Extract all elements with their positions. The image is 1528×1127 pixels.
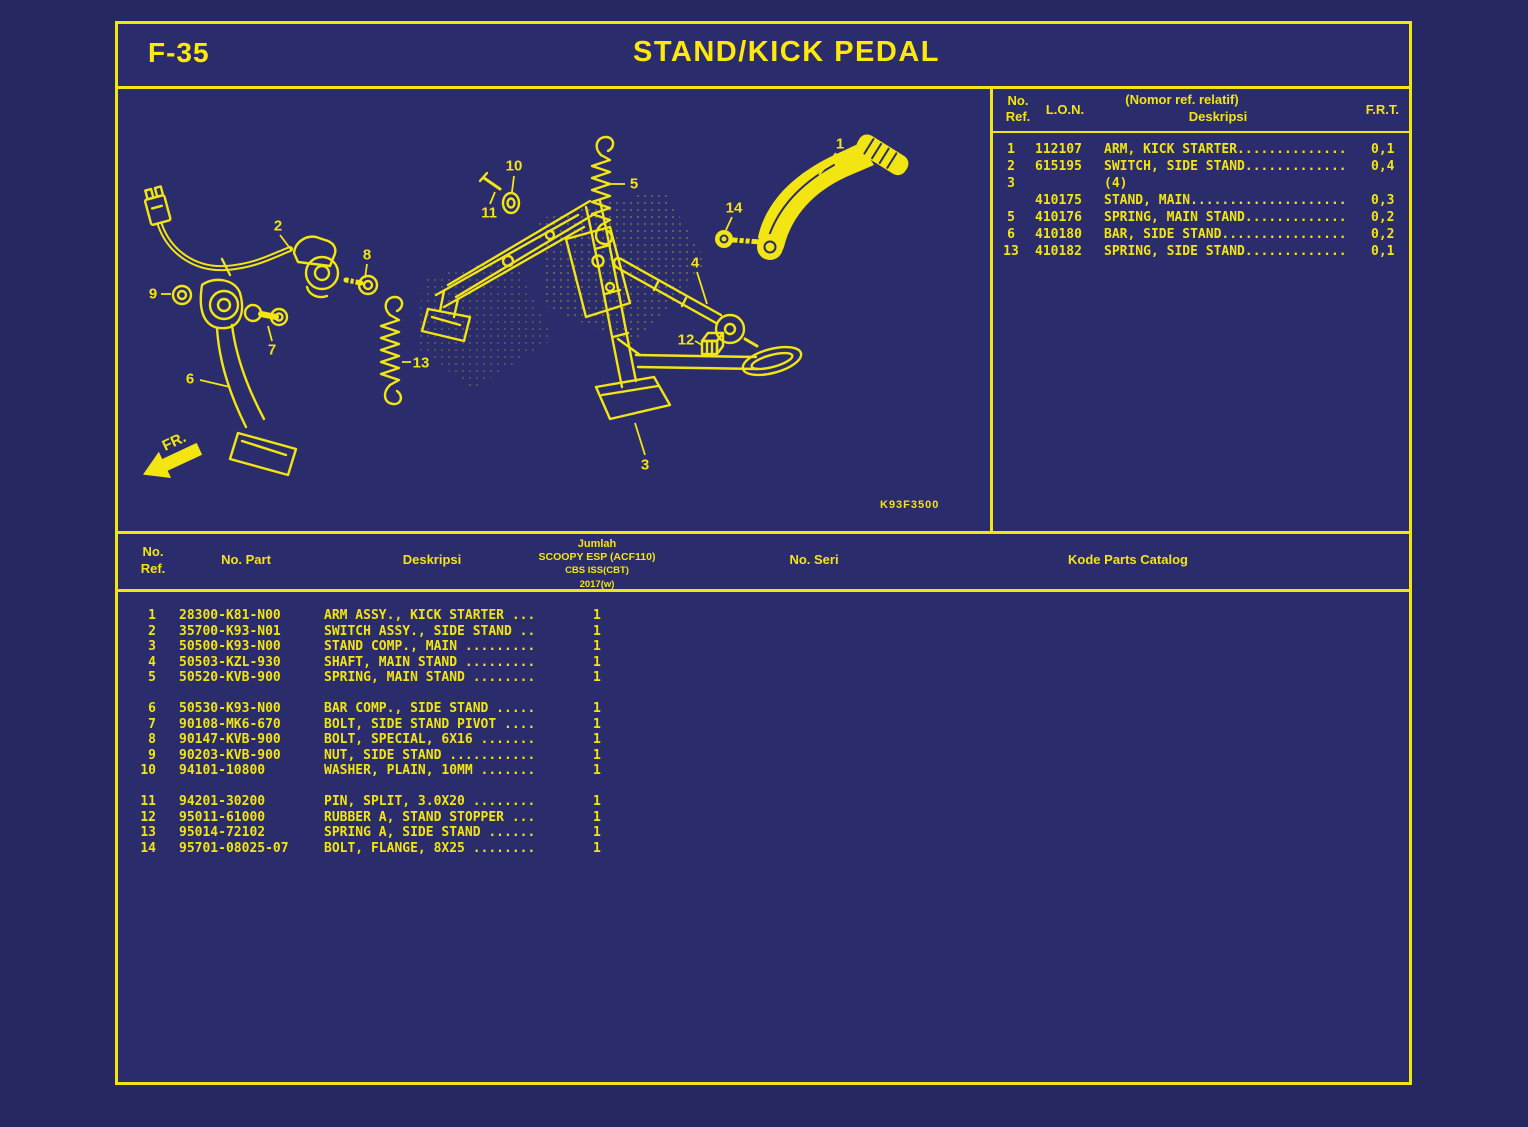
page-code: F-35: [148, 37, 210, 68]
diagram-callout-8: 8: [362, 246, 372, 264]
side-stand-spring-drawing: [379, 295, 404, 406]
lon-col-frt: F.R.T.: [1365, 102, 1399, 117]
parts-col-kode: Kode Parts Catalog: [1068, 552, 1188, 567]
split-pin-drawing: [478, 171, 502, 191]
nut-side-stand-drawing: [171, 284, 193, 306]
lon-col-desc-note: (Nomor ref. relatif): [1125, 92, 1239, 107]
parts-col-seri: No. Seri: [789, 552, 839, 567]
side-stand-switch-drawing: [143, 185, 340, 299]
halftone-shading: [416, 254, 553, 389]
diagram-code: K93F3500: [880, 499, 940, 511]
parts-table-header: No.Ref. No. Part Deskripsi Jumlah SCOOPY…: [118, 534, 1409, 592]
page-header: F-35 STAND/KICK PEDAL: [118, 24, 1409, 89]
parts-col-desc: Deskripsi: [402, 552, 462, 567]
diagram-callout-13: 13: [412, 354, 430, 372]
diagram-callout-6: 6: [185, 370, 195, 388]
lon-col-lon: L.O.N.: [1045, 102, 1085, 117]
diagram-callout-12: 12: [677, 331, 695, 349]
lon-table-row: 3(4): [1007, 176, 1128, 191]
diagram-callout-7: 7: [267, 341, 277, 359]
parts-col-ref: No.Ref.: [140, 544, 166, 576]
lon-table-header: No.Ref. L.O.N. (Nomor ref. relatif) Desk…: [993, 89, 1409, 133]
main-stand-shaft-drawing: [613, 257, 759, 348]
callout-leaders: [161, 152, 837, 456]
flange-bolt-drawing: [715, 230, 764, 248]
diagram-callout-3: 3: [640, 456, 650, 474]
diagram-callout-4: 4: [690, 254, 700, 272]
parts-col-part: No. Part: [221, 552, 271, 567]
stand-stopper-rubber-drawing: [700, 331, 725, 356]
diagram-art: FR.: [142, 134, 909, 479]
diagram-callout-1: 1: [835, 135, 845, 153]
side-stand-bar-drawing: [199, 278, 298, 477]
catalog-page: F-35 STAND/KICK PEDAL: [115, 21, 1412, 1085]
diagram-callout-9: 9: [148, 285, 158, 303]
diagram-callout-11: 11: [481, 204, 497, 222]
parts-col-qty: Jumlah SCOOPY ESP (ACF110) CBS ISS(CBT) …: [538, 538, 656, 590]
diagram-callout-5: 5: [629, 175, 639, 193]
diagram-callout-10: 10: [505, 157, 523, 175]
page-title: STAND/KICK PEDAL: [632, 36, 941, 68]
special-bolt-drawing: [343, 274, 379, 296]
lon-col-desc: Deskripsi: [1188, 109, 1248, 124]
lon-col-ref: No.Ref.: [1005, 93, 1031, 124]
kick-starter-arm-drawing: [757, 134, 909, 260]
main-stand-drawing: [420, 199, 803, 421]
diagram-callout-2: 2: [273, 217, 283, 235]
washer-drawing: [501, 191, 521, 215]
diagram-callout-14: 14: [725, 199, 743, 217]
lon-panel: No.Ref. L.O.N. (Nomor ref. relatif) Desk…: [990, 89, 1409, 531]
fr-arrow: FR.: [142, 429, 203, 479]
side-stand-pivot-bolt-drawing: [243, 303, 289, 327]
